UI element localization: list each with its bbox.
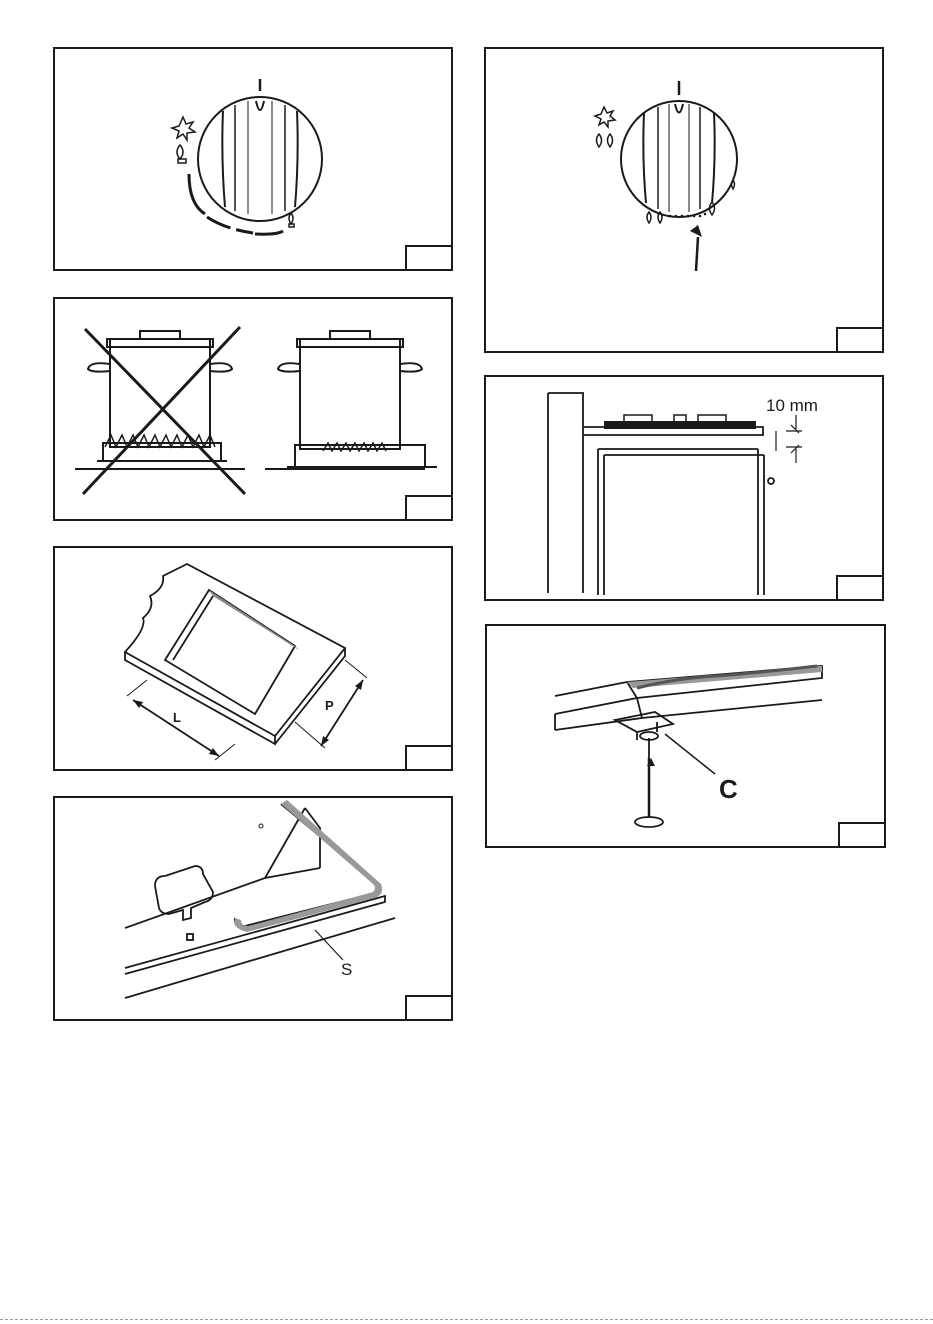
clamp-drawing	[487, 626, 884, 846]
figure-number-tag	[836, 575, 884, 601]
pan-supports	[624, 415, 726, 421]
knob-dual-drawing	[486, 49, 882, 351]
knob-pointer	[675, 104, 683, 113]
small-flame-icon	[732, 180, 735, 189]
gap-drawing	[486, 377, 882, 599]
length-dimension	[133, 700, 219, 756]
figure-knob-dial	[53, 47, 453, 271]
gap-dimension-label: 10 mm	[766, 397, 818, 414]
depth-label: P	[325, 699, 334, 712]
page-bottom-rule	[0, 1319, 933, 1324]
knob-outline	[198, 97, 322, 221]
worktop-outline	[125, 564, 345, 736]
figure-number-tag	[838, 822, 886, 848]
double-flame-icon	[597, 134, 613, 147]
seal-label: S	[341, 961, 352, 978]
hob-plate	[604, 421, 756, 429]
large-flame-icon	[177, 145, 186, 163]
figure-number-tag	[836, 327, 884, 353]
figure-gap-mounting: 10 mm	[484, 375, 884, 601]
figure-cutout-dimensions: L P	[53, 546, 453, 771]
knob-grip-left	[222, 111, 225, 207]
knob-grip-right	[295, 111, 298, 207]
figure-number-tag	[405, 995, 453, 1021]
seal-strip-hatch	[234, 800, 382, 932]
bracket-tab	[155, 866, 213, 920]
spark-icon	[595, 107, 615, 127]
cutout-drawing	[55, 548, 451, 769]
figure-number-tag	[405, 745, 453, 771]
figure-seal-strip: S	[53, 796, 453, 1021]
wall	[548, 393, 583, 593]
clamp-label: C	[719, 776, 738, 802]
pan-drawing	[55, 299, 451, 519]
pot-correct	[300, 339, 400, 449]
clamp-leader-line	[665, 734, 715, 774]
figure-bracket-clamp: C	[485, 624, 886, 848]
pointing-arrow	[696, 237, 698, 271]
seal-drawing	[55, 798, 451, 1019]
figure-number-tag	[405, 245, 453, 271]
small-flame-icon	[289, 213, 294, 227]
pot-wrong	[110, 339, 210, 447]
knob-outline	[621, 101, 737, 217]
depth-dimension	[321, 680, 363, 746]
figure-knob-dual-flame	[484, 47, 884, 353]
hob-body-top	[125, 808, 305, 928]
length-label: L	[173, 711, 181, 724]
spark-icon	[172, 117, 195, 140]
figure-number-tag	[405, 495, 453, 521]
figure-pan-on-burner	[53, 297, 453, 521]
cutout-opening	[165, 590, 295, 714]
knob-dial-drawing	[55, 49, 451, 269]
knob-pointer	[256, 101, 264, 110]
